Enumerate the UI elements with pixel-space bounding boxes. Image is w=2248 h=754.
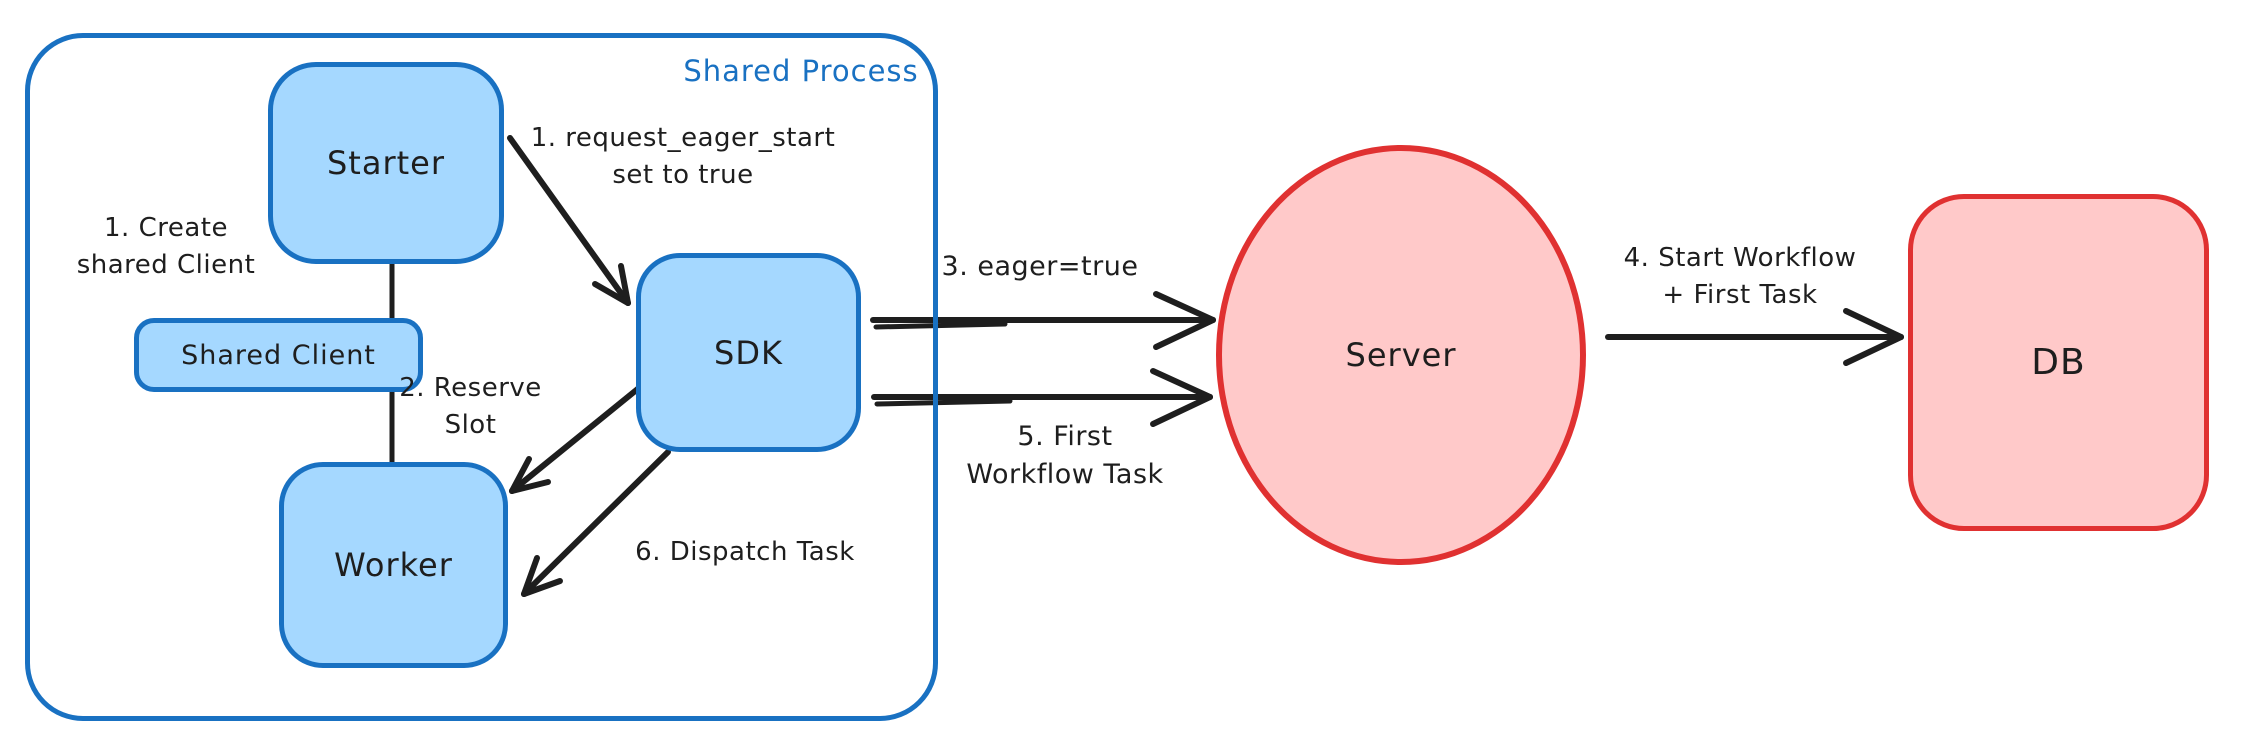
annotation-line: 6. Dispatch Task <box>635 537 855 567</box>
node-server[interactable]: Server <box>1216 145 1586 565</box>
node-server-label: Server <box>1345 336 1457 374</box>
annotation-line: set to true <box>612 159 754 190</box>
node-db[interactable]: DB <box>1908 194 2209 531</box>
annotation-eager-true[interactable]: 3. eager=true <box>900 248 1180 286</box>
node-shared-client[interactable]: Shared Client <box>134 318 423 392</box>
node-shared-client-label: Shared Client <box>181 339 376 371</box>
node-starter[interactable]: Starter <box>268 62 504 264</box>
annotation-request-eager-start[interactable]: 1. request_eager_start set to true <box>500 120 866 194</box>
annotation-line: Slot <box>444 409 497 440</box>
annotation-dispatch-task[interactable]: 6. Dispatch Task <box>580 534 910 571</box>
node-worker-label: Worker <box>334 546 453 584</box>
node-sdk[interactable]: SDK <box>636 253 861 452</box>
annotation-line: 3. eager=true <box>941 251 1139 282</box>
annotation-line: shared Client <box>76 249 256 280</box>
arrow-server-to-db[interactable] <box>1605 308 1904 366</box>
annotation-reserve-slot[interactable]: 2. Reserve Slot <box>368 370 573 444</box>
annotation-line: 1. Create <box>104 213 228 243</box>
arrow-sdk-to-server-eager[interactable] <box>870 291 1216 350</box>
shared-process-frame[interactable]: Shared Process <box>25 33 938 721</box>
node-sdk-label: SDK <box>714 333 783 372</box>
node-worker[interactable]: Worker <box>279 462 508 668</box>
annotation-line: + First Task <box>1662 279 1818 310</box>
annotation-line: 5. First <box>1017 421 1113 452</box>
arrow-sdk-to-worker-dispatch[interactable] <box>521 449 671 597</box>
node-db-label: DB <box>2031 342 2086 383</box>
annotation-line: 4. Start Workflow <box>1623 243 1857 273</box>
arrow-sdk-to-server-wft[interactable] <box>871 368 1213 427</box>
shared-process-label: Shared Process <box>683 54 919 88</box>
annotation-first-workflow-task[interactable]: 5. First Workflow Task <box>915 418 1215 495</box>
annotation-line: Workflow Task <box>966 459 1164 491</box>
annotation-line: 1. request_eager_start <box>530 123 836 153</box>
annotation-start-workflow-first-task[interactable]: 4. Start Workflow + First Task <box>1590 240 1890 314</box>
arrow-sdk-to-worker-reserve[interactable] <box>509 380 648 494</box>
annotation-line: 2. Reserve <box>399 373 542 403</box>
annotation-create-shared-client[interactable]: 1. Create shared Client <box>42 210 290 284</box>
arrow-starter-to-sdk[interactable] <box>507 135 631 306</box>
node-starter-label: Starter <box>326 144 445 182</box>
